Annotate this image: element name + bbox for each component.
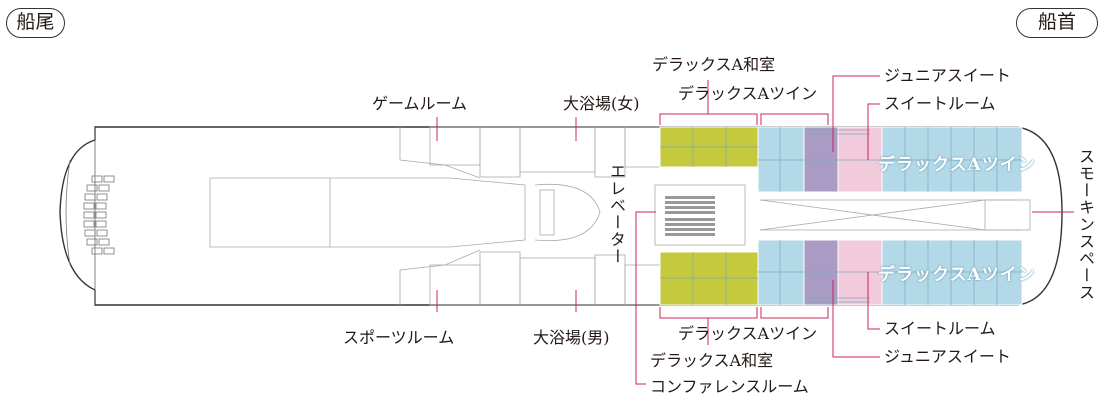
bow-badge: 船首 bbox=[1016, 8, 1098, 38]
label-suite-top: スイートルーム bbox=[884, 94, 996, 113]
label-deluxe-a-twin-top: デラックスAツイン bbox=[678, 84, 818, 103]
junior-suite-bottom bbox=[803, 239, 839, 306]
label-deluxe-a-twin-bottom: デラックスAツイン bbox=[678, 324, 818, 343]
label-elevator: エレベーター bbox=[607, 163, 626, 265]
label-bath-women: 大浴場(女) bbox=[563, 94, 640, 113]
label-deluxe-a-washitsu-bottom: デラックスA和室 bbox=[650, 351, 774, 370]
label-junior-suite-top: ジュニアスイート bbox=[884, 66, 1011, 85]
label-twin-block-bottom: デラックスAツイン bbox=[878, 265, 1036, 285]
stern-seating bbox=[65, 159, 115, 266]
leaders bbox=[436, 75, 1074, 385]
conference-seats bbox=[665, 196, 715, 236]
label-deluxe-a-washitsu-top: デラックスA和室 bbox=[652, 55, 776, 74]
label-twin-block-top: デラックスAツイン bbox=[878, 155, 1036, 175]
suite-top bbox=[837, 126, 883, 193]
suite-bottom bbox=[837, 239, 883, 306]
label-sports-room: スポーツルーム bbox=[343, 328, 455, 347]
interior-walls bbox=[209, 126, 1031, 306]
label-conference-room: コンファレンスルーム bbox=[650, 377, 809, 396]
label-bath-men: 大浴場(男) bbox=[533, 328, 610, 347]
label-smoking-space: スモーキンスペース bbox=[1076, 148, 1095, 301]
junior-suite-top bbox=[803, 126, 839, 193]
stern-badge: 船尾 bbox=[6, 8, 65, 38]
washitsu-bottom bbox=[659, 251, 759, 306]
label-junior-suite-bottom: ジュニアスイート bbox=[884, 347, 1011, 366]
label-suite-bottom: スイートルーム bbox=[884, 319, 996, 338]
label-game-room: ゲームルーム bbox=[372, 94, 468, 113]
